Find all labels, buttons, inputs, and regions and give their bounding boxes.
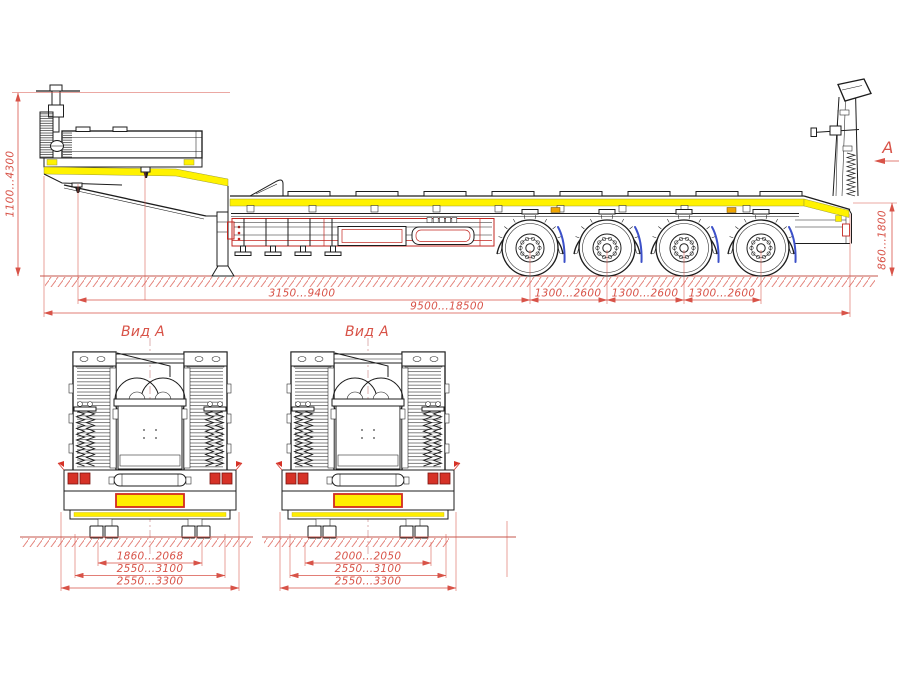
landing-leg: [216, 211, 229, 267]
rear-view-1-body: [58, 338, 242, 556]
side-view-dimensions: 1100...4300 3150...9400 1300...2600 1300…: [5, 92, 899, 317]
rv2-dim-middle-label: 2550...3100: [335, 563, 402, 575]
rear-view-1-dimensions: 1860...2068 2550...3100 2550...3300: [60, 512, 240, 591]
axle-1-wheel: [496, 208, 566, 277]
rear-light: [842, 223, 850, 237]
rv1-dim-inner-label: 1860...2068: [117, 551, 184, 563]
rv2-dim-inner-label: 2000...2050: [335, 551, 402, 563]
view-direction-arrow-icon: [874, 158, 885, 164]
axle-2-wheel: [573, 208, 643, 277]
side-reflector: [726, 207, 737, 213]
rv1-dim-outer-label: 2550...3300: [117, 576, 184, 588]
dim-overall-height-label: 1100...4300: [5, 151, 17, 218]
toolbox-round: [411, 226, 475, 245]
dim-axle-spacing-2-label: 1300...2600: [612, 288, 679, 300]
deck-stripe: [229, 198, 805, 207]
rear-view-2: Вид А 2000...2050 2550...3100 2550...330…: [262, 324, 516, 591]
stripe-clamps: [246, 205, 751, 213]
rv1-dim-middle-label: 2550...3100: [117, 563, 184, 575]
axle-3-wheel: [650, 208, 720, 277]
rv2-dim-outer-label: 2550...3300: [335, 576, 402, 588]
dim-axle-spacing-1-label: 1300...2600: [535, 288, 602, 300]
ramp-spring: [846, 152, 856, 197]
rear-view-2-title: Вид А: [345, 324, 389, 340]
dim-rear-height-label: 860...1800: [877, 210, 889, 270]
ground-side: [40, 275, 878, 287]
rear-view-2-dimensions: 2000...2050 2550...3100 2550...3300: [279, 512, 457, 591]
front-reflector: [46, 159, 58, 166]
gooseneck: [36, 84, 284, 277]
deck-tiedown-rails: [287, 191, 803, 197]
rear-reflector: [835, 215, 842, 222]
view-direction-label: А: [881, 138, 893, 157]
frame-feet: [234, 245, 342, 256]
beavertail-stripe: [803, 198, 850, 218]
rear-view-2-body: [276, 338, 460, 556]
dim-axle-spacing-3-label: 1300...2600: [689, 288, 756, 300]
front-reflector: [183, 159, 195, 166]
side-reflector: [550, 207, 561, 213]
wheels: [496, 208, 797, 277]
folded-ramp: [810, 78, 872, 197]
side-view: 1100...4300 3150...9400 1300...2600 1300…: [5, 78, 899, 317]
toolbox-flat: [337, 226, 407, 246]
rear-section: [795, 78, 872, 244]
rear-view-1-title: Вид А: [121, 324, 165, 340]
deck: [229, 191, 850, 218]
rear-view-1: Вид А 1860...2068 2550...3100 2550...330…: [20, 324, 253, 591]
neck-gusset: [248, 179, 284, 197]
dim-front-length-label: 3150...9400: [269, 288, 336, 300]
frame-rails: [231, 217, 495, 256]
axle-4-wheel: [727, 208, 797, 277]
dim-overall-length-label: 9500...18500: [410, 301, 484, 313]
